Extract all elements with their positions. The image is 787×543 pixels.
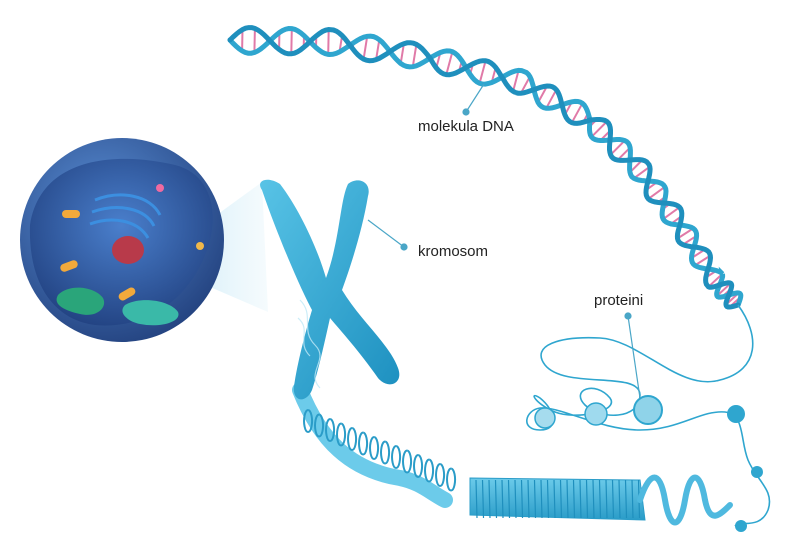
- dna-leader-dot: [462, 108, 470, 116]
- nucleosome: [584, 402, 608, 426]
- nucleosome: [727, 405, 745, 423]
- chromatin-rings: [303, 409, 457, 492]
- supercoil-rings: [475, 479, 641, 519]
- chromatin-coil: [292, 382, 733, 526]
- chromatin-tail: [292, 382, 453, 508]
- dna-helix: [227, 25, 744, 310]
- golgi-apparatus: [56, 287, 105, 315]
- label-chromosome: kromosom: [418, 243, 489, 260]
- supercoil-body: [469, 477, 646, 521]
- label-proteins: proteini: [594, 292, 644, 309]
- kromosom-leader-line: [367, 219, 405, 248]
- mitochondrion: [60, 260, 78, 272]
- chromosome: [260, 179, 400, 400]
- nucleosome: [735, 520, 747, 532]
- nucleosome: [633, 395, 663, 425]
- nucleus: [112, 236, 144, 264]
- leader-lines: [367, 83, 641, 399]
- golgi-apparatus: [122, 300, 179, 326]
- vesicle: [156, 184, 164, 192]
- kromosom-leader-dot: [400, 243, 408, 251]
- chromatin-wave: [637, 474, 733, 526]
- chromatid-fiber: [297, 299, 321, 389]
- vesicle: [196, 242, 204, 250]
- endoplasmic-reticulum: [89, 193, 162, 239]
- nucleosome-fiber: [526, 304, 771, 532]
- proteini-leader-dot: [624, 312, 632, 320]
- label-dna-molecule: molekula DNA: [418, 118, 514, 135]
- nucleosome: [534, 407, 556, 429]
- chromosome-arm: [260, 179, 400, 400]
- dna-leader-line: [465, 83, 485, 113]
- proteini-leader-line: [627, 315, 641, 399]
- dna-strand-b: [227, 25, 741, 310]
- cell: [20, 138, 224, 342]
- nucleosome: [751, 466, 763, 478]
- mitochondrion: [118, 287, 136, 301]
- mitochondrion: [62, 210, 80, 218]
